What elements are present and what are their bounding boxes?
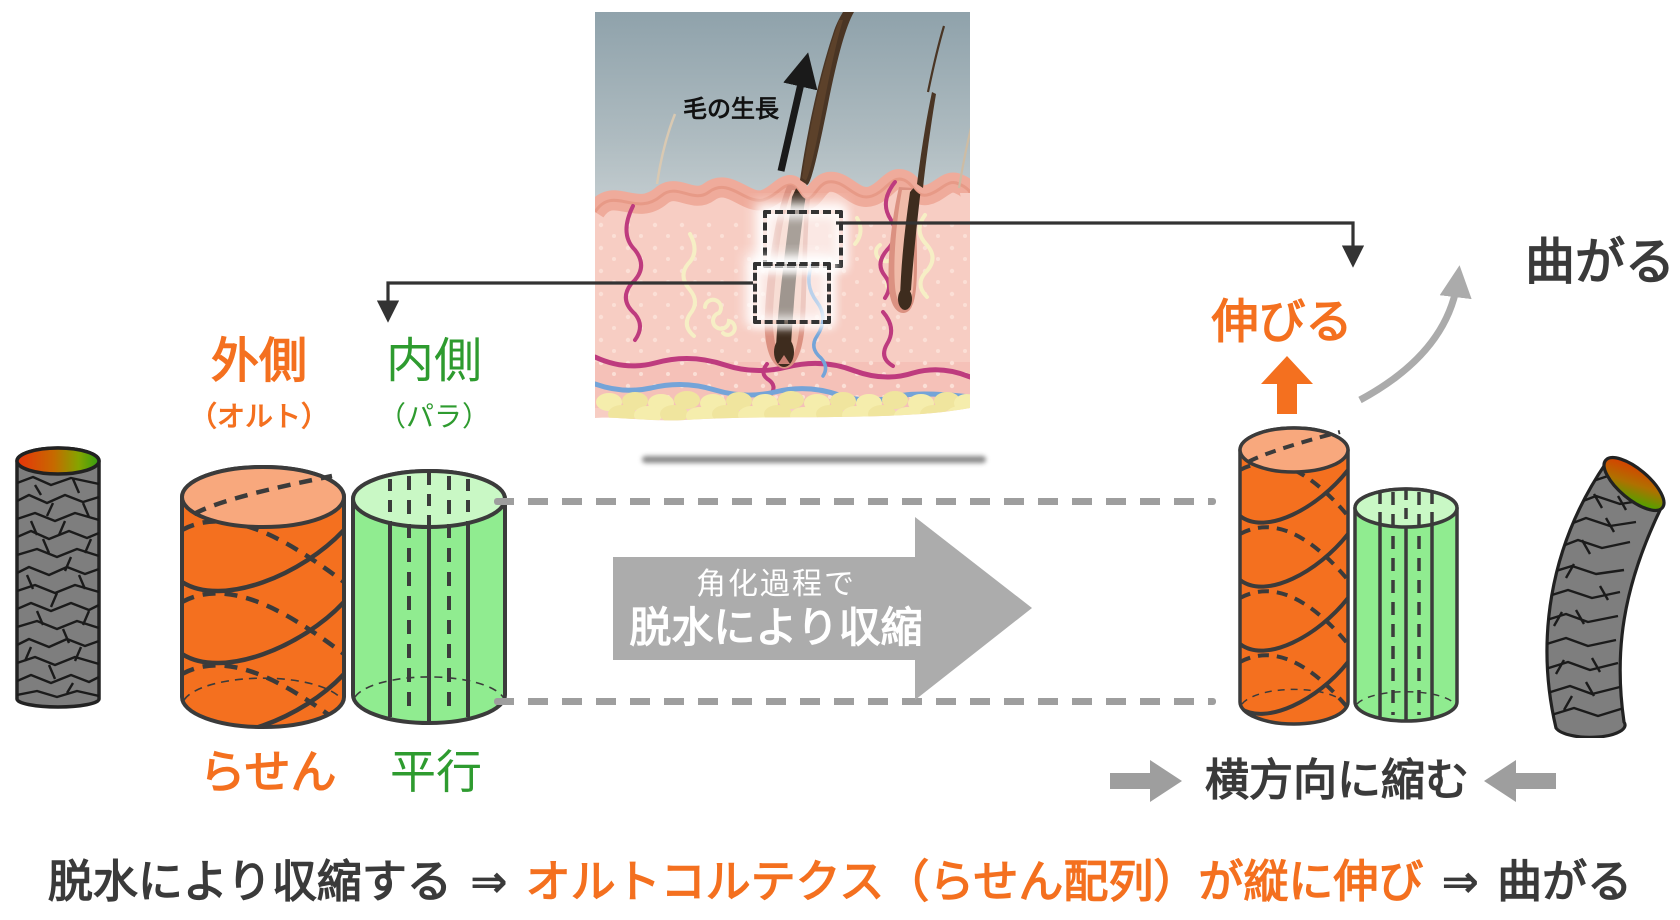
lower-roi-box: [753, 262, 831, 324]
stretch-label: 伸びる: [1211, 295, 1353, 350]
bend-label: 曲がる: [1525, 233, 1675, 291]
parallel-label: 平行: [390, 745, 482, 799]
spiral-strands: [182, 519, 344, 727]
caption-arrow1: ⇒: [469, 855, 508, 908]
inner-label: 内側: [385, 333, 483, 389]
illustration-shadow: [642, 456, 986, 463]
dehydration-arrow: [613, 517, 1032, 700]
upper-roi-box: [763, 210, 843, 268]
hair-growth-label: 毛の生長: [683, 95, 779, 123]
outer-label: 外側: [210, 333, 308, 389]
ortho-cortex-stretched-cylinder: [1238, 426, 1350, 726]
stretch-up-arrow-icon: [1261, 356, 1313, 414]
shrink-right-arrow-icon: [1110, 760, 1182, 802]
shrink-by-dehydration-text: 脱水により収縮: [629, 603, 923, 652]
parallel-strands: [1356, 489, 1456, 721]
fiber-cross-section: [1602, 455, 1666, 513]
ortho-top-face: [180, 465, 346, 529]
keratinization-text: 角化過程で: [696, 567, 856, 602]
bend-curve-arrow-icon: [1358, 265, 1472, 404]
caption-part3: 曲がる: [1497, 855, 1633, 908]
ortho-cortex-cylinder: [180, 465, 346, 729]
parallel-strands: [354, 473, 504, 722]
cuticle-scales: [17, 475, 99, 699]
spiral-label: らせん: [199, 745, 337, 799]
hair-fiber-cylinder: [15, 446, 101, 709]
bent-hair-fiber: [1545, 455, 1666, 738]
caption-part2: オルトコルテクス（らせん配列）が縦に伸び: [525, 855, 1424, 908]
dashed-top-guide: [494, 498, 1216, 505]
spiral-strands: [1240, 461, 1348, 716]
ortho-top-face: [1238, 426, 1350, 474]
para-cortex-shrunk-cylinder: [1353, 487, 1459, 723]
caption-part1: 脱水により収縮する: [47, 855, 452, 908]
dashed-bottom-guide: [494, 698, 1216, 705]
fiber-cross-section: [15, 446, 101, 476]
caption-arrow2: ⇒: [1441, 855, 1480, 908]
inner-sublabel: （パラ）: [377, 400, 491, 433]
summary-caption: 脱水により収縮する ⇒ オルトコルテクス（らせん配列）が縦に伸び ⇒ 曲がる: [0, 845, 1680, 910]
hair-shafts: [655, 12, 970, 189]
para-cortex-cylinder: [351, 469, 507, 725]
shrink-left-arrow-icon: [1484, 760, 1556, 802]
shrink-horizontal-label: 横方向に縮む: [1205, 755, 1469, 806]
outer-sublabel: （オルト）: [188, 400, 330, 433]
